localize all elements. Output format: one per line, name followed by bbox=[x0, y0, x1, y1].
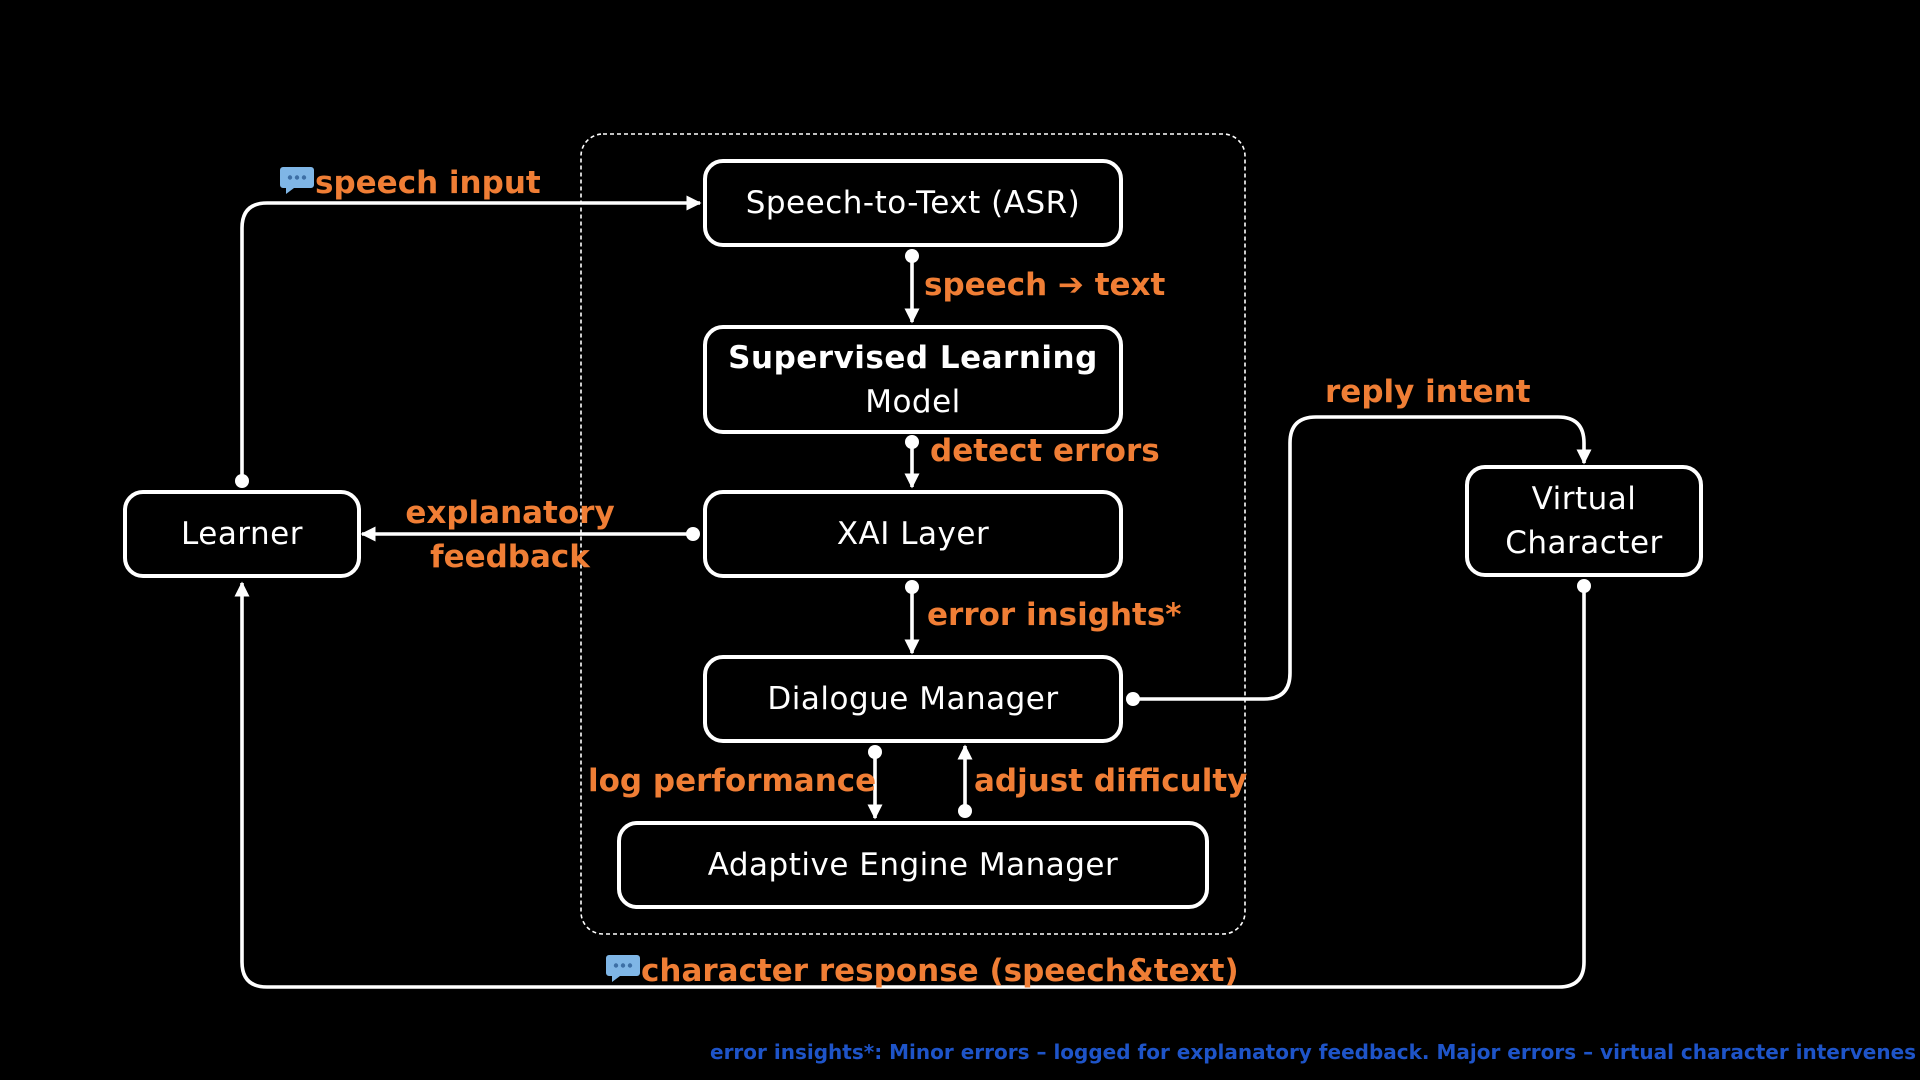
label-error-insights-text: error insights* bbox=[927, 597, 1182, 633]
node-vc-label-line2: Character bbox=[1505, 525, 1663, 561]
label-adjust-difficulty-text: adjust difficulty bbox=[974, 763, 1248, 799]
edge-speech-input bbox=[240, 195, 702, 481]
label-detect-errors: detect errors bbox=[930, 429, 1160, 473]
label-speech-input: speech input bbox=[280, 161, 541, 205]
edge-reply-intent bbox=[1133, 415, 1592, 701]
node-asr: Speech-to-Text (ASR) bbox=[703, 159, 1123, 247]
label-character-response-text: character response (speech&text) bbox=[641, 953, 1239, 989]
label-explanatory-line1: explanatory bbox=[405, 495, 615, 531]
speech-bubble-icon bbox=[280, 167, 314, 194]
edge-dot bbox=[905, 249, 919, 263]
node-slm-label-line1: Supervised Learning bbox=[728, 339, 1098, 376]
node-adaptive-engine-manager: Adaptive Engine Manager bbox=[617, 821, 1209, 909]
node-supervised-learning-model: Supervised Learning Model bbox=[703, 325, 1123, 434]
label-log-performance: log performance bbox=[588, 759, 876, 803]
label-speech-to-text: speech ➔ text bbox=[924, 263, 1165, 307]
node-asr-label: Speech-to-Text (ASR) bbox=[745, 185, 1081, 221]
node-dialogue-label: Dialogue Manager bbox=[767, 681, 1059, 717]
label-reply-intent-text: reply intent bbox=[1325, 374, 1531, 410]
label-reply-intent: reply intent bbox=[1325, 370, 1531, 414]
label-explanatory-line2: feedback bbox=[430, 539, 590, 575]
edge-dot bbox=[905, 580, 919, 594]
label-explanatory-feedback: explanatory feedback bbox=[400, 491, 620, 579]
label-adjust-difficulty: adjust difficulty bbox=[974, 759, 1247, 803]
node-virtual-character: Virtual Character bbox=[1465, 465, 1703, 577]
node-adaptive-label: Adaptive Engine Manager bbox=[707, 847, 1119, 883]
footnote: error insights*: Minor errors – logged f… bbox=[710, 1040, 1917, 1064]
node-xai-label: XAI Layer bbox=[836, 516, 990, 552]
pipeline-group-border bbox=[580, 133, 1246, 935]
edge-dot bbox=[905, 435, 919, 449]
node-dialogue-manager: Dialogue Manager bbox=[703, 655, 1123, 743]
node-slm-label-line2: Model bbox=[865, 383, 961, 420]
edge-dot bbox=[235, 474, 249, 488]
node-vc-label-line1: Virtual bbox=[1531, 481, 1637, 517]
label-speech-input-text: speech input bbox=[315, 165, 541, 201]
node-learner: Learner bbox=[123, 490, 361, 578]
label-speech-to-text-text: speech ➔ text bbox=[924, 267, 1166, 303]
speech-bubble-icon bbox=[606, 955, 640, 982]
edge-dot bbox=[1577, 579, 1591, 593]
edge-dot bbox=[868, 745, 882, 759]
edge-dot bbox=[686, 527, 700, 541]
edge-character-response bbox=[234, 581, 1586, 989]
label-character-response: character response (speech&text) bbox=[606, 949, 1239, 993]
edge-dot bbox=[958, 804, 972, 818]
node-xai-layer: XAI Layer bbox=[703, 490, 1123, 578]
label-detect-errors-text: detect errors bbox=[930, 433, 1160, 469]
label-log-performance-text: log performance bbox=[588, 763, 877, 799]
edge-dot bbox=[1126, 692, 1140, 706]
node-learner-label: Learner bbox=[181, 516, 303, 552]
label-error-insights: error insights* bbox=[927, 593, 1182, 637]
